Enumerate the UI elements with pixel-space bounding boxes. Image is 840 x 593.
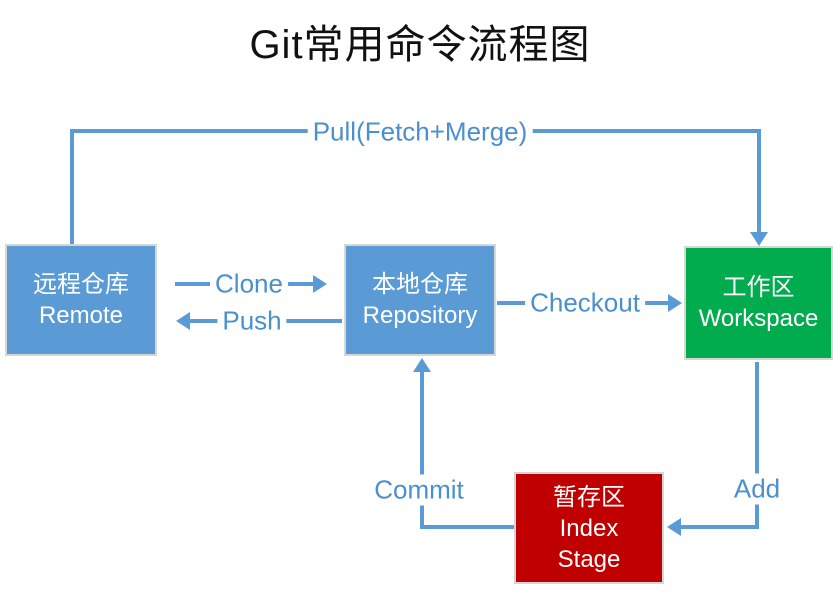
pull-connector-left-segment (70, 129, 74, 246)
node-index-label-en2: Stage (557, 545, 621, 573)
edge-label-checkout: Checkout (525, 287, 645, 319)
diagram-title: Git常用命令流程图 (249, 23, 591, 67)
node-index-label-en: Index (559, 514, 619, 542)
node-workspace-label-en: Workspace (698, 305, 819, 332)
checkout-arrowhead-icon (668, 294, 682, 312)
edge-label-push: Push (217, 305, 287, 337)
pull-arrowhead-icon (750, 232, 768, 246)
node-remote: 远程仓库 Remote (5, 244, 157, 356)
node-index-label-zh: 暂存区 (553, 483, 625, 511)
push-arrowhead-icon (176, 312, 190, 330)
node-remote-label-en: Remote (38, 302, 124, 329)
commit-connector-horizontal-segment (420, 525, 516, 529)
node-repository-label-en: Repository (362, 302, 478, 329)
node-repository-label-zh: 本地仓库 (372, 271, 468, 298)
add-connector-vertical-segment (755, 362, 759, 527)
commit-arrowhead-icon (413, 358, 431, 372)
pull-connector-right-segment (757, 129, 761, 232)
commit-connector-vertical-segment (420, 372, 424, 527)
edge-label-pull: Pull(Fetch+Merge) (307, 116, 533, 148)
node-workspace-label-zh: 工作区 (722, 274, 795, 301)
add-connector-horizontal-segment (681, 525, 759, 529)
clone-arrowhead-icon (313, 275, 327, 293)
node-index-stage: 暂存区 Index Stage (514, 472, 664, 584)
node-remote-label-zh: 远程仓库 (33, 271, 129, 298)
node-repository: 本地仓库 Repository (344, 244, 496, 356)
add-arrowhead-icon (667, 518, 681, 536)
edge-label-clone: Clone (210, 268, 288, 300)
edge-label-commit: Commit (369, 474, 469, 506)
node-workspace: 工作区 Workspace (684, 246, 833, 360)
edge-label-add: Add (728, 473, 786, 505)
